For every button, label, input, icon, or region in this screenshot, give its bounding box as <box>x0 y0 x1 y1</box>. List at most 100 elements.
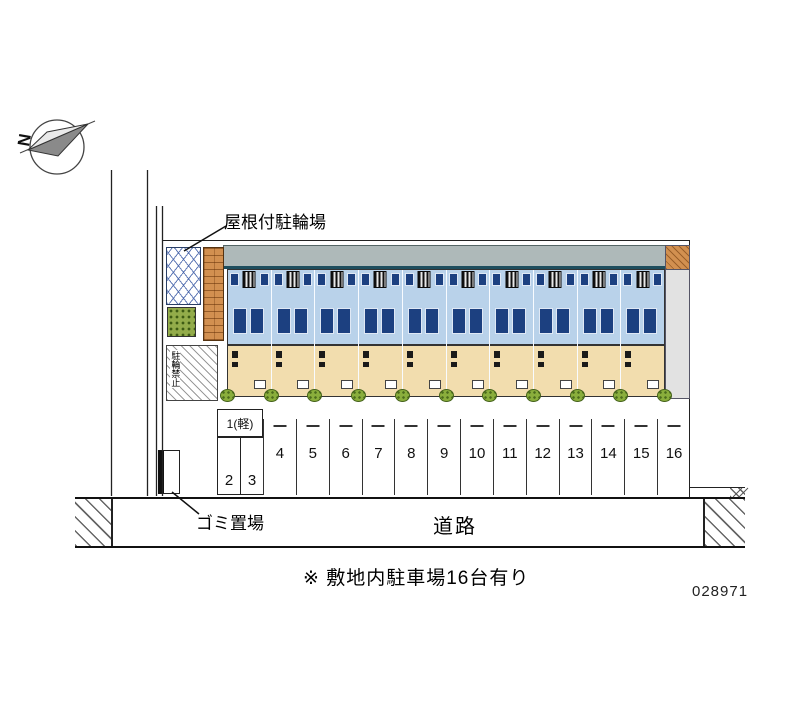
room-box <box>448 273 458 286</box>
bath-fixture-icon <box>319 351 326 358</box>
bath-fixture-icon <box>363 351 370 358</box>
apartment-unit <box>401 270 446 396</box>
room-box <box>347 273 357 286</box>
unit-floor <box>446 344 490 396</box>
parking-dash <box>667 425 681 427</box>
bath-fixture-icon <box>406 351 413 358</box>
stairs-icon <box>286 271 300 288</box>
parking-space-number: 7 <box>374 445 383 462</box>
bush-icon <box>394 389 410 402</box>
room-box <box>599 308 614 334</box>
bush-icon <box>307 389 323 402</box>
room-box <box>317 273 327 286</box>
bath-fixture-icon <box>537 351 544 358</box>
stairs-icon <box>330 271 344 288</box>
east-walkway-strip <box>665 245 690 399</box>
apartment-unit <box>489 270 533 396</box>
parking-space: 4 <box>264 419 297 495</box>
parking-space: 11 <box>494 419 527 495</box>
sink-fixture-icon <box>297 380 310 389</box>
parking-space: 12 <box>527 419 560 495</box>
room-box <box>492 273 502 286</box>
room-box <box>273 273 283 286</box>
toilet-fixture-icon <box>494 362 501 367</box>
bush-icon <box>351 389 367 402</box>
parking-space-number: 2 <box>224 472 234 489</box>
room-box <box>653 273 663 286</box>
green-planter <box>167 307 196 337</box>
parking-space: 14 <box>592 419 626 495</box>
sink-fixture-icon <box>341 380 354 389</box>
parking-space: 13 <box>560 419 593 495</box>
plan-number: 028971 <box>692 583 749 600</box>
road-label: 道路 <box>433 516 477 538</box>
units-row <box>227 269 665 397</box>
toilet-fixture-icon <box>581 362 588 367</box>
entry-hatch-square <box>666 246 689 270</box>
no-bicycle-parking-area: 駐輪禁止 <box>166 345 218 401</box>
covered-bicycle-parking-label: 屋根付駐輪場 <box>224 213 326 232</box>
compass-n-label: N <box>14 132 35 147</box>
apartment-unit <box>228 270 271 396</box>
room-box <box>512 308 527 334</box>
room-box <box>424 308 439 334</box>
room-box <box>233 308 247 334</box>
room-box <box>626 308 641 334</box>
room-box <box>495 308 510 334</box>
apartment-unit <box>620 270 665 396</box>
stairs-icon <box>505 271 519 288</box>
room-box <box>555 308 570 334</box>
parking-dash <box>404 425 418 427</box>
parking-space: 9 <box>428 419 462 495</box>
room-box <box>320 308 335 334</box>
parking-space: 10 <box>461 419 494 495</box>
parking-dash <box>371 425 385 427</box>
apartment-unit <box>445 270 490 396</box>
stairs-icon <box>242 271 256 288</box>
parking-space-number: 9 <box>439 445 449 462</box>
room-box <box>579 273 589 286</box>
parking-space: 2 <box>217 437 241 495</box>
parking-space-number: 14 <box>600 445 617 462</box>
parking-space: 3 <box>240 437 264 495</box>
parking-dash <box>470 425 484 427</box>
bush-icon <box>482 389 498 402</box>
parking-space-number: 16 <box>665 445 683 462</box>
road-end-hatch-right <box>703 499 745 546</box>
room-box <box>582 308 597 334</box>
brick-paving-strip <box>203 247 224 341</box>
parking-space-number: 3 <box>247 472 257 489</box>
bush-icon <box>613 389 629 402</box>
unit-floor <box>577 344 621 396</box>
room-box <box>303 273 313 286</box>
sidewalk-end-hatch <box>730 488 745 497</box>
sink-fixture-icon <box>384 380 397 389</box>
parking-dash <box>569 425 583 427</box>
room-box <box>538 308 553 334</box>
stairs-icon <box>373 271 387 288</box>
room-box <box>609 273 619 286</box>
apartment-unit <box>532 270 577 396</box>
apartment-unit <box>314 270 359 396</box>
apartment-unit <box>576 270 621 396</box>
west-road-lines <box>110 170 164 496</box>
sidewalk-strip <box>690 487 745 497</box>
unit-floor <box>359 344 402 396</box>
road-end-hatch-left <box>75 499 113 546</box>
bath-fixture-icon <box>494 351 501 358</box>
room-box <box>230 273 239 286</box>
room-box <box>521 273 531 286</box>
toilet-fixture-icon <box>625 362 632 367</box>
bush-icon <box>657 389 672 402</box>
bath-fixture-icon <box>625 351 632 358</box>
room-box <box>565 273 575 286</box>
parking-space: 6 <box>330 419 363 495</box>
parking-space-number: 5 <box>308 445 317 462</box>
compass-needle <box>26 123 89 157</box>
bath-fixture-icon <box>450 351 457 358</box>
parking-space: 15 <box>625 419 659 495</box>
apartment-unit <box>358 270 402 396</box>
toilet-fixture-icon <box>232 362 238 367</box>
bath-fixture-icon <box>275 351 282 358</box>
no-bicycle-parking-label: 駐輪禁止 <box>170 350 181 388</box>
